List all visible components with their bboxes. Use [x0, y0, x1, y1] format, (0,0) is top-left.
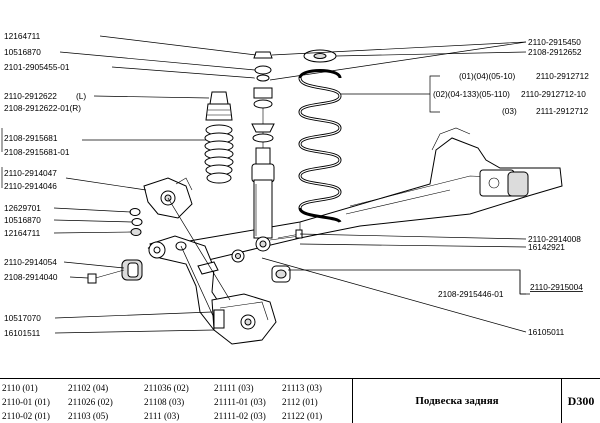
part-label: (03): [502, 106, 517, 116]
part-label: 2110-2914008: [528, 234, 581, 244]
compat-row: 2110-01 (01) 211026 (02) 21108 (03) 2111…: [2, 395, 350, 409]
part-label: 2108-2915681-01: [4, 147, 70, 157]
part-label: 2110-2912712-10: [521, 89, 586, 99]
compat-cell: 21102 (04): [68, 383, 109, 393]
link-lever: [197, 249, 245, 275]
page-code: D300: [567, 393, 595, 408]
compat-cell: 21111-02 (03): [214, 411, 266, 421]
page-title-box: Подвеска задняя: [352, 379, 562, 423]
compat-cell: 21108 (03): [144, 397, 185, 407]
part-label: 2110-2914047: [4, 168, 57, 178]
part-label: 2110-2912622: [4, 91, 57, 101]
part-label: 2108-2912622-01(R): [4, 103, 81, 113]
compat-cell: 211036 (02): [144, 383, 189, 393]
part-label: 16105011: [528, 327, 565, 337]
part-label: (L): [76, 91, 86, 101]
part-label: 16101511: [4, 328, 41, 338]
compat-cell: 21103 (05): [68, 411, 109, 421]
compat-row: 2110-02 (01) 21103 (05) 2111 (03) 21111-…: [2, 409, 350, 423]
part-label: 2108-2914040: [4, 272, 58, 282]
footer-bar: 2110 (01) 21102 (04) 211036 (02) 21111 (…: [0, 378, 600, 423]
bump-stop-boot: [204, 91, 234, 184]
model-compatibility-table: 2110 (01) 21102 (04) 211036 (02) 21111 (…: [2, 381, 350, 423]
boot-bellows: [204, 124, 234, 184]
part-label: 2110-2915450: [528, 37, 581, 47]
compat-cell: 2110-02 (01): [2, 411, 50, 421]
leader-lines: [1, 35, 530, 334]
compat-cell: 21111 (03): [214, 383, 254, 393]
lower-bracket: [211, 293, 277, 345]
shock-lower-bushing: [271, 265, 291, 283]
compat-cell: 211026 (02): [68, 397, 113, 407]
part-label: 10517070: [4, 313, 41, 323]
coil-spring: [298, 49, 342, 224]
part-label: 12629701: [4, 203, 41, 213]
part-label: 2101-2905455-01: [4, 62, 70, 72]
part-label: 2110-2912712: [536, 71, 589, 81]
compat-cell: 21122 (01): [282, 411, 323, 421]
bushing-bolt: [87, 259, 143, 284]
part-label: 2110-2914054: [4, 257, 57, 267]
compat-cell: 21113 (03): [282, 383, 322, 393]
part-label: 10516870: [4, 215, 41, 225]
part-label: 12164711: [4, 228, 41, 238]
compat-cell: 21111-01 (03): [214, 397, 266, 407]
part-label: 2108-2915446-01: [438, 289, 504, 299]
part-label: 2110-2914046: [4, 181, 57, 191]
compat-cell: 2111 (03): [144, 411, 180, 421]
part-label: 2110-2915004: [530, 282, 583, 292]
part-label: 2111-2912712: [536, 106, 589, 116]
compat-cell: 2112 (01): [282, 397, 318, 407]
rear-suspension-diagram: 12164711 10516870 2101-2905455-01 2110-2…: [1, 31, 589, 345]
part-label: (02)(04-133)(05-110): [433, 89, 510, 99]
shock-absorber: [251, 108, 301, 252]
page-title: Подвеска задняя: [415, 395, 499, 407]
part-label: 10516870: [4, 47, 41, 57]
page-code-box: D300: [562, 379, 600, 423]
compat-row: 2110 (01) 21102 (04) 211036 (02) 21111 (…: [2, 381, 350, 395]
part-label: 12164711: [4, 31, 41, 41]
rear-beam: [147, 127, 563, 263]
compat-cell: 2110-01 (01): [2, 397, 50, 407]
part-label: 16142921: [528, 242, 565, 252]
part-label: 2108-2915681: [4, 133, 58, 143]
part-number-labels: 12164711 10516870 2101-2905455-01 2110-2…: [4, 31, 589, 338]
part-label: 2108-2912652: [528, 47, 582, 57]
part-label: (01)(04)(05-10): [459, 71, 515, 81]
compat-cell: 2110 (01): [2, 383, 38, 393]
shock-top-fasteners: [251, 51, 275, 143]
